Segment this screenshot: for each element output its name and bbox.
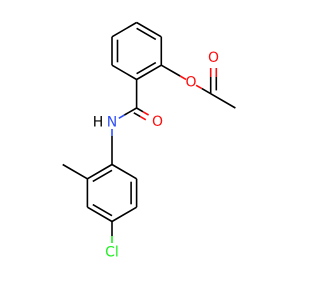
chlorotolyl-ring [62,163,138,243]
amide-carbon-to-nitrogen-bond [124,107,137,116]
amide-carbon-to-nitrogen-bond [118,114,125,119]
ring-to-ester-oxygen-bond [160,64,181,77]
ring-bond [111,206,138,223]
amide-carbonyl-bond [136,107,144,113]
amide-group [111,79,150,165]
ring-bond [111,21,138,38]
amide-carbonyl-double-bond [139,115,147,121]
ester-oxygen-to-carbonyl-bond [195,84,203,90]
acetate-methyl-bond [210,93,236,109]
ring-bond [86,163,113,180]
benzoyl-ring [111,21,163,81]
ring-bond [111,64,138,81]
ring-double-bond [136,27,157,41]
amide-carbonyl-oxygen-label: O [152,114,163,130]
acetoxy-group [160,64,236,109]
ring-to-ester-oxygen-bond [179,75,187,81]
ester-oxygen-label: O [185,74,196,90]
chlorine-label: Cl [105,245,119,261]
ring-double-bond [92,203,113,217]
amide-nitrogen-label: N [107,115,117,131]
structure-canvas: O O O N H Cl [62,21,236,261]
molecule-diagram: O O O N H Cl [62,21,236,261]
amide-carbonyl-bond [142,111,150,116]
ester-oxygen-to-carbonyl-bond [201,87,212,95]
ring-bond [136,64,162,81]
ring-double-bond [92,169,113,183]
amide-carbonyl-double-bond [133,112,141,118]
ring-bond [86,206,113,223]
ring-double-bond [136,61,157,75]
acetate-carbonyl-oxygen-label: O [208,50,219,66]
amide-hydrogen-label: H [93,115,104,131]
ring-bond [111,163,138,180]
ring-bond [136,21,162,38]
methyl-bond [62,163,88,180]
